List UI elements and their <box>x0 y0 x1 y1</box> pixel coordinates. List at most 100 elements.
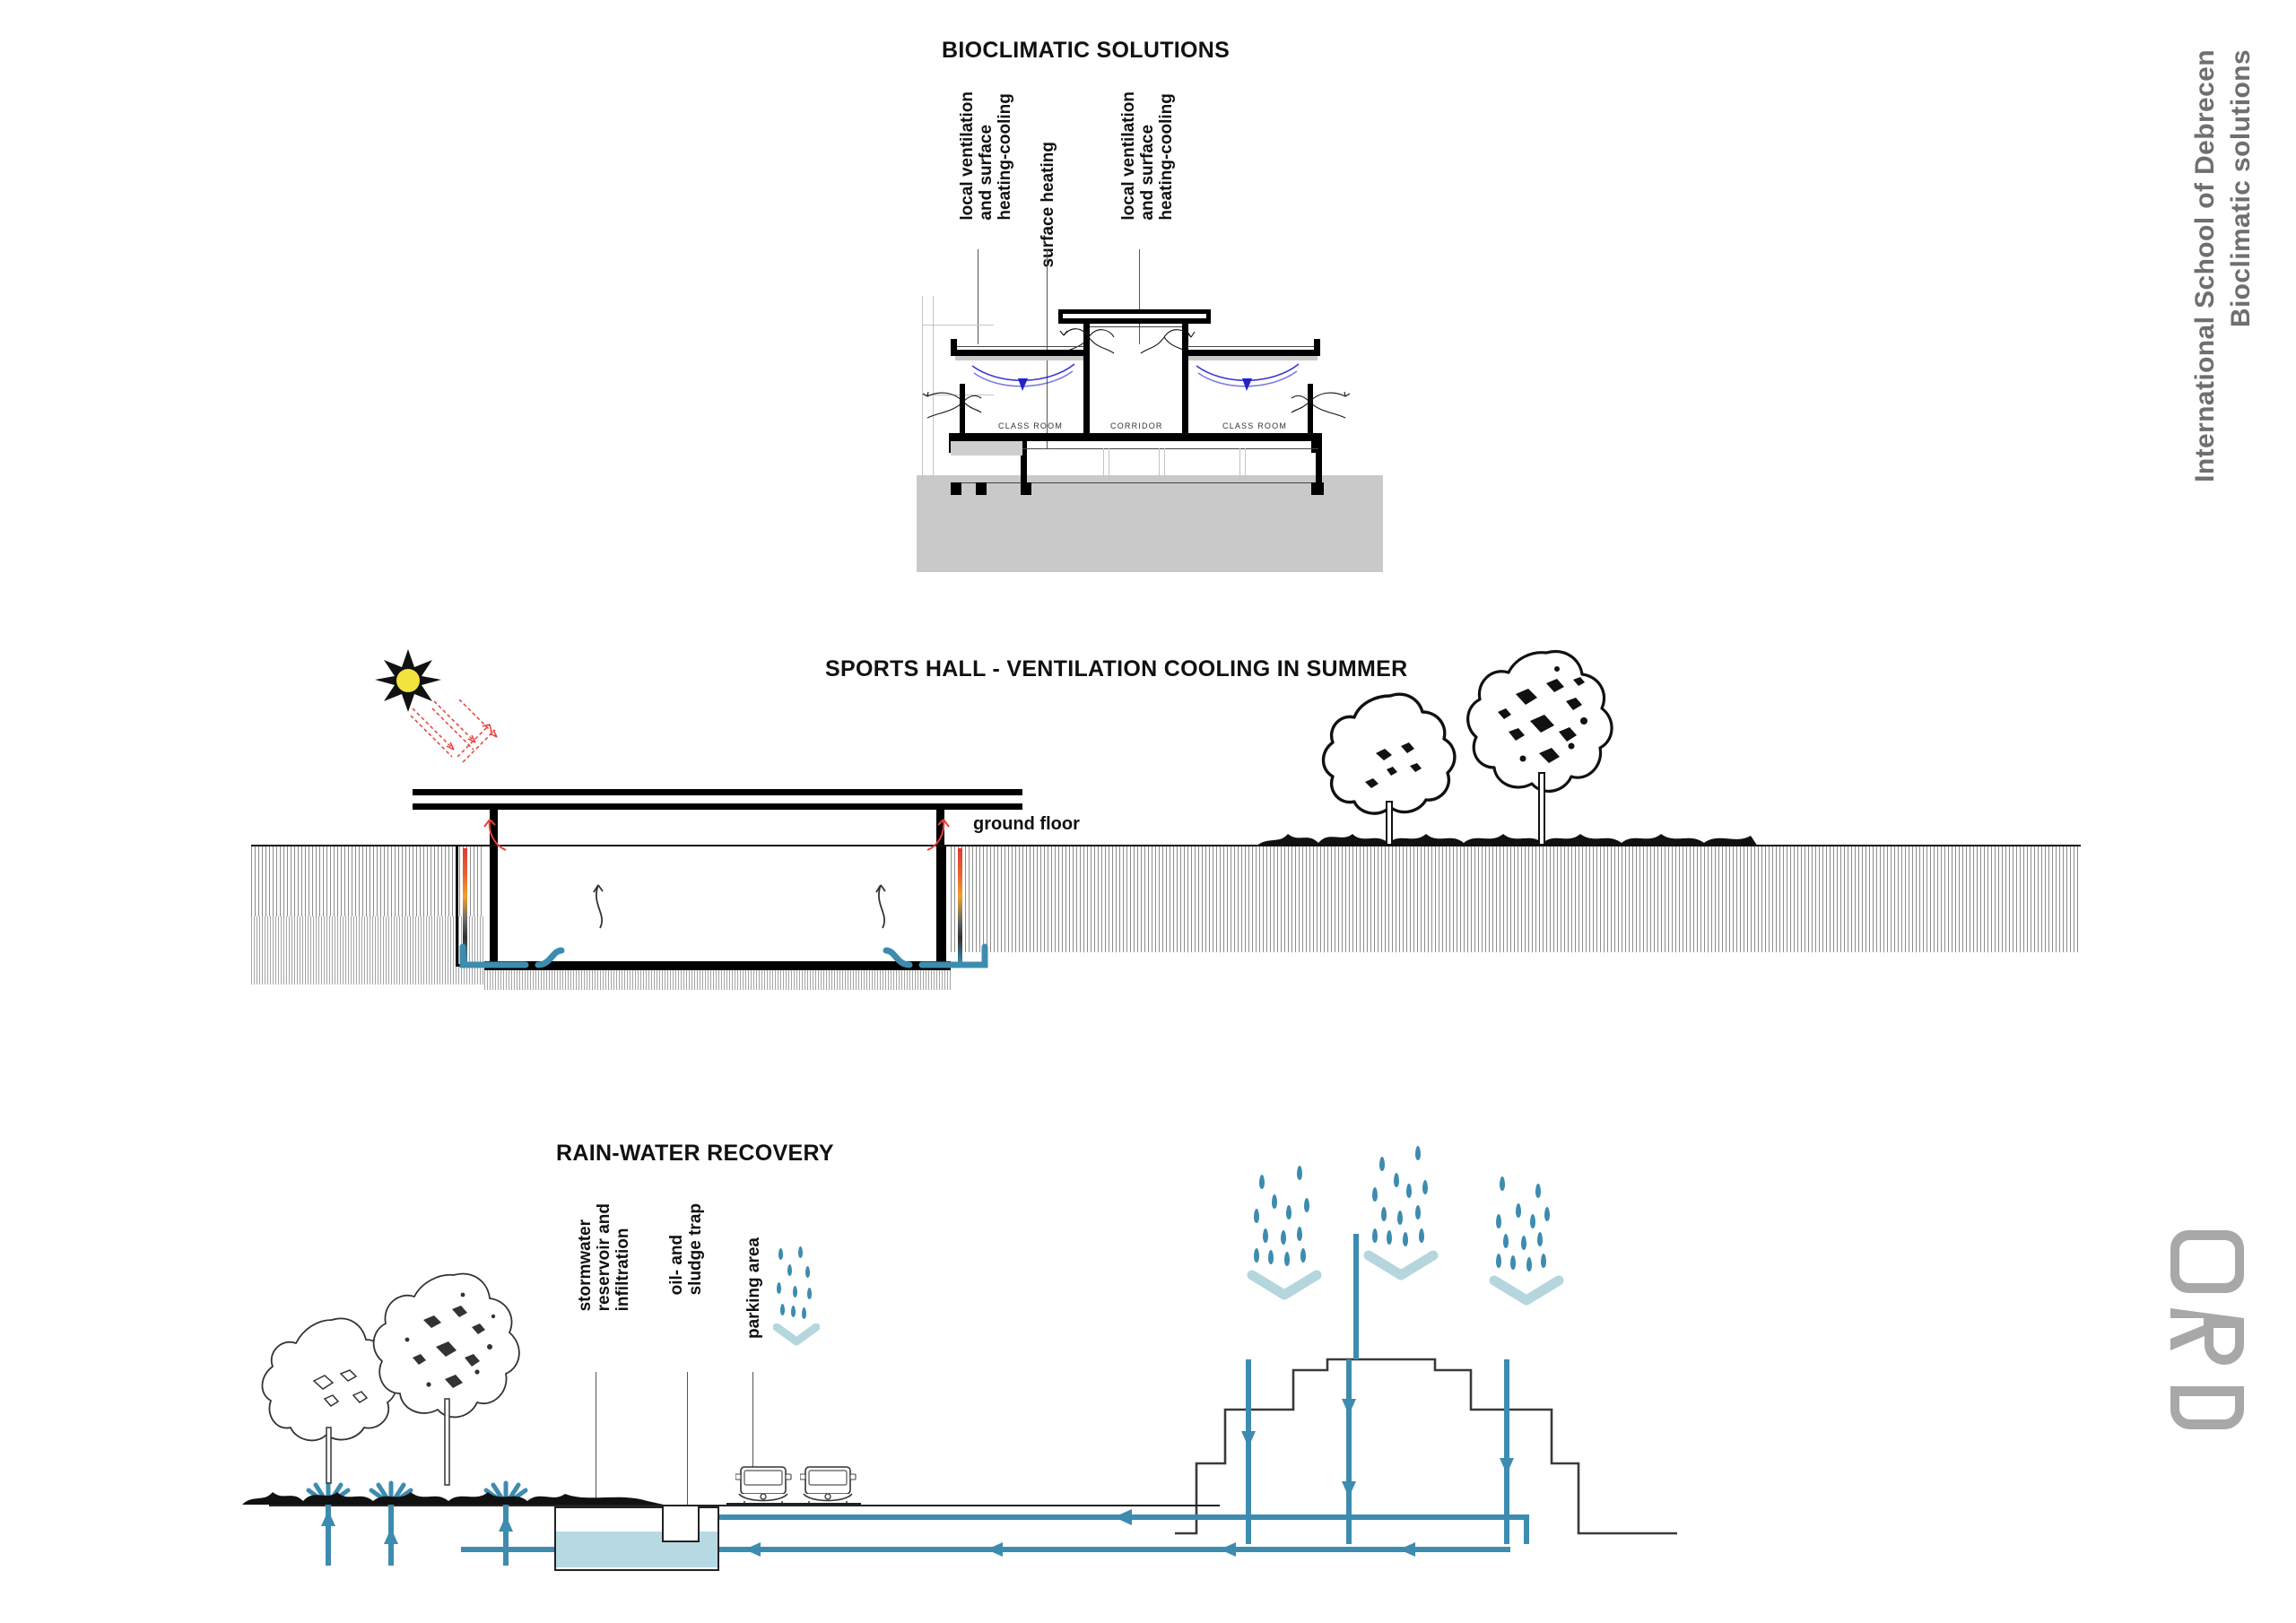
basement-mullion-4 <box>1164 448 1165 482</box>
label-local-ventilation-right: local ventilation and surface heating-co… <box>1119 91 1176 221</box>
convection-arrow-1 <box>593 884 604 929</box>
air-intake-left <box>459 943 565 968</box>
room-label-classroom-right: CLASS ROOM <box>1222 421 1288 430</box>
room-label-classroom-left: CLASS ROOM <box>998 421 1064 430</box>
basement-line-top <box>960 448 1318 450</box>
leader-line-trap <box>687 1372 689 1515</box>
exhaust-arrow-right <box>926 819 950 851</box>
convection-arrow-2 <box>875 884 886 929</box>
basement-column-1 <box>1021 441 1027 484</box>
monitor-roof-bottom <box>1058 318 1211 324</box>
hall-floor-slab <box>484 961 951 970</box>
project-title: International School of Debrecen <box>2190 49 2220 482</box>
facade-wall-right <box>1308 384 1313 433</box>
parapet-right <box>1314 339 1320 356</box>
bord-logo-glyphs <box>2170 1167 2244 1429</box>
monitor-wall-right <box>1182 324 1188 352</box>
ground-floor-slab <box>949 433 1322 441</box>
ceiling-layer-right <box>1187 356 1318 360</box>
ceiling-layer-left <box>955 356 1083 360</box>
label-parking-area: parking area <box>744 1237 763 1339</box>
monitor-roof-edge-right <box>1206 309 1211 324</box>
downpipe-left <box>1241 1359 1256 1544</box>
upper-slab-left <box>951 350 1085 356</box>
diagram3-title: RAIN-WATER RECOVERY <box>556 1141 834 1166</box>
bord-logo <box>2145 1167 2280 1605</box>
sheet-title: Bioclimatic solutions <box>2226 49 2256 328</box>
tree-right-d3 <box>372 1272 520 1486</box>
basement-fill <box>951 441 1022 456</box>
airflow-curve-right <box>1196 363 1300 391</box>
exhaust-arrow-left <box>483 819 507 851</box>
building-outline <box>1175 1358 1677 1535</box>
rain-cluster-1 <box>1247 1159 1327 1300</box>
diagram1-title: BIOCLIMATIC SOLUTIONS <box>942 38 1231 63</box>
basement-column-2 <box>1316 441 1322 484</box>
shrub-band-d2 <box>1256 834 1758 846</box>
basement-line-bottom <box>960 482 1318 484</box>
monitor-roof-void <box>1060 314 1209 318</box>
basement-mullion-3 <box>1159 448 1160 482</box>
corridor-wall-left <box>1083 352 1090 433</box>
parapet-left <box>951 339 957 356</box>
basement-mullion-6 <box>1245 448 1246 482</box>
leader-line-right <box>1139 249 1141 344</box>
sidebar-titles: International School of Debrecen Bioclim… <box>2126 0 2296 744</box>
downpipe-center <box>1342 1359 1356 1544</box>
chevron-icon-parking <box>773 1324 820 1346</box>
monitor-roof-top <box>1058 309 1211 314</box>
downpipe-roof <box>1353 1234 1359 1359</box>
thermal-duct-left <box>463 848 467 963</box>
corridor-wall-right <box>1182 352 1188 433</box>
roof-edge-right <box>1187 346 1318 348</box>
diagram2-title: SPORTS HALL - VENTILATION COOLING IN SUM… <box>825 656 1408 681</box>
hall-wall-left <box>490 810 498 967</box>
tree-left-d3 <box>261 1317 397 1484</box>
footing-1 <box>951 482 961 495</box>
facade-wall-left <box>960 384 965 433</box>
monitor-wall-left <box>1083 324 1090 352</box>
ground-fill <box>917 475 1383 572</box>
tree-right-d2 <box>1466 650 1613 846</box>
leader-line-mid <box>1047 249 1048 448</box>
shrub-band-d3 <box>242 1492 664 1505</box>
basement-mullion-5 <box>1239 448 1240 482</box>
tree-left-d2 <box>1321 692 1457 846</box>
diagram-rainwater-recovery: RAIN-WATER RECOVERY stormwater reservoir… <box>242 1141 2090 1614</box>
ground-line <box>251 845 2081 847</box>
downpipe-right <box>1500 1359 1514 1544</box>
hall-wall-right <box>936 810 944 967</box>
monitor-glazing <box>1090 326 1182 328</box>
label-stormwater-reservoir: stormwater reservoir and infiltration <box>576 1203 632 1312</box>
guide-line-1 <box>922 296 923 482</box>
chevron-icon-3 <box>1489 1275 1564 1306</box>
roof-edge-left <box>955 346 1083 348</box>
hall-roof-void <box>414 795 1021 803</box>
rain-cluster-parking <box>771 1246 825 1346</box>
footing-2 <box>976 482 987 495</box>
rain-cluster-3 <box>1489 1164 1570 1306</box>
excavation-edge-right <box>944 845 946 967</box>
chevron-icon-2 <box>1363 1250 1439 1280</box>
label-oil-sludge-trap-text: oil- and sludge trap <box>667 1203 705 1296</box>
leader-line-parking <box>752 1372 754 1497</box>
air-intake-right <box>883 943 988 968</box>
footing-4 <box>1311 482 1324 495</box>
guide-line-2 <box>933 296 934 482</box>
facade-arrows-right <box>1291 391 1351 419</box>
car-2 <box>800 1466 857 1506</box>
ground-hatch-under-floor <box>484 970 951 990</box>
monitor-roof-edge-left <box>1058 309 1063 324</box>
parking-surface <box>726 1503 861 1506</box>
upper-slab-right <box>1186 350 1320 356</box>
airflow-curve-left <box>971 363 1075 391</box>
ground-floor-label: ground floor <box>973 814 1080 834</box>
parking-return-pipe <box>701 1509 1529 1544</box>
ground-hatch-right <box>951 846 2081 952</box>
rain-cluster-2 <box>1363 1141 1444 1280</box>
basement-mullion-1 <box>1103 448 1104 482</box>
oil-sludge-trap-box <box>662 1505 700 1542</box>
facade-arrows-left <box>922 391 982 419</box>
thermal-duct-right <box>958 848 962 963</box>
